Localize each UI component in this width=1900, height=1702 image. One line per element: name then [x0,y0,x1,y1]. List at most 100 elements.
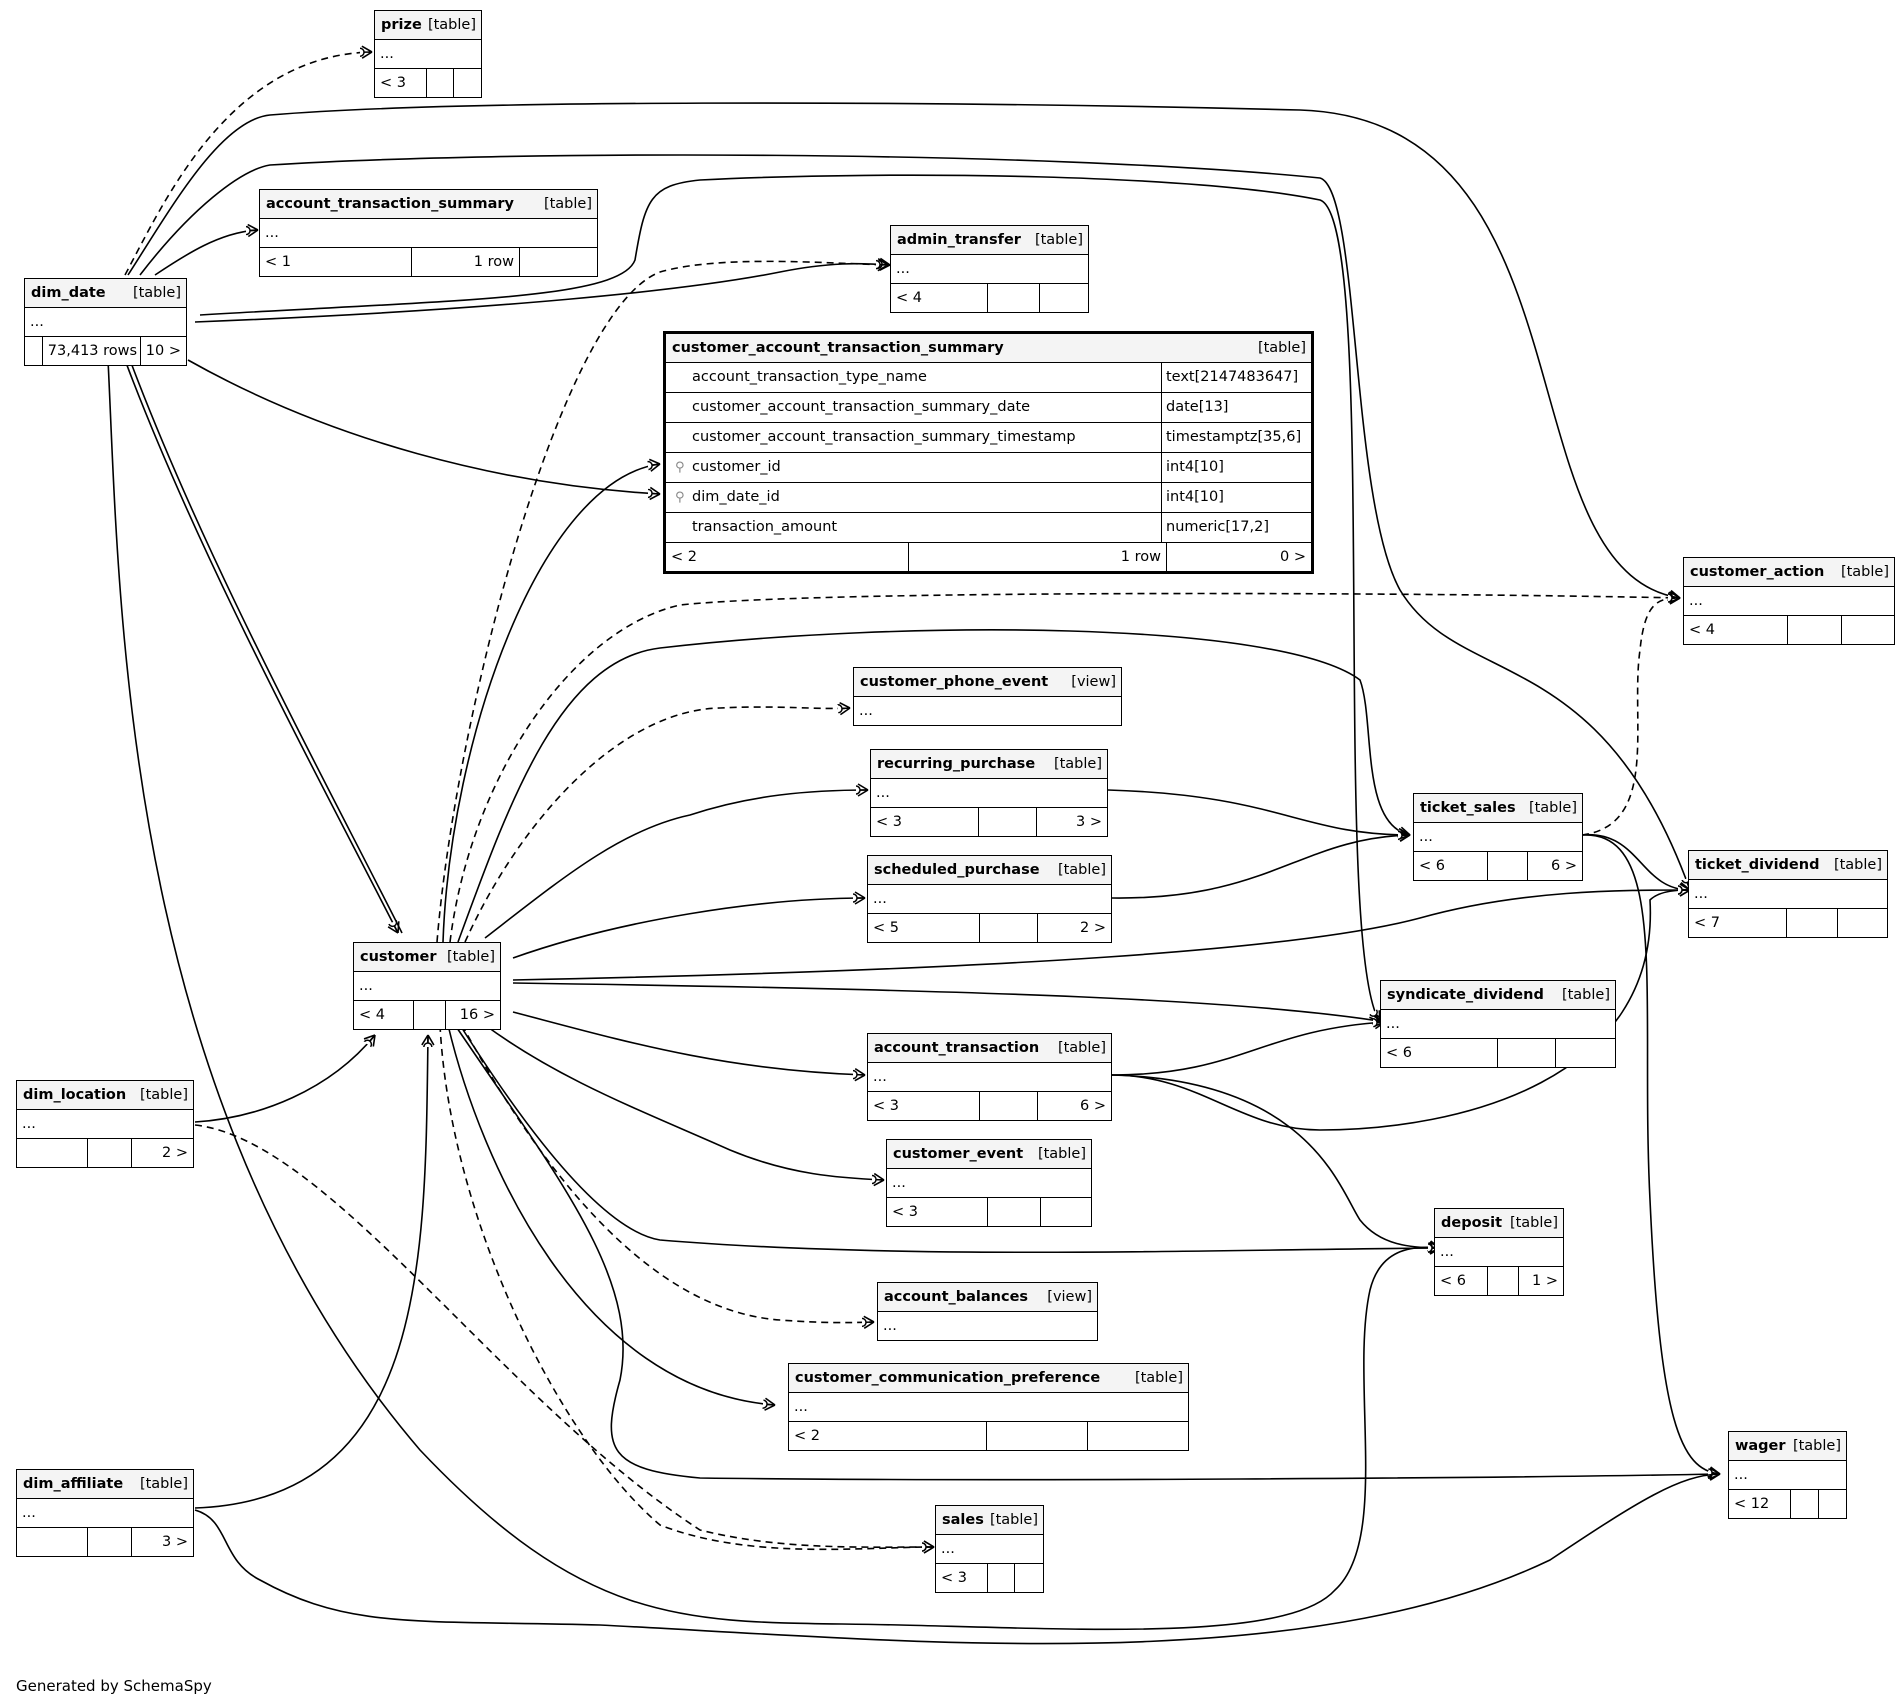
edge-customer-ticket_dividend [512,890,1690,981]
table-footer: < 6 [1381,1039,1615,1067]
table-footer: < 4 [1684,616,1894,644]
table-syndicate-dividend[interactable]: syndicate_dividend[table] ... < 6 [1380,980,1616,1068]
table-body: ... [891,255,1088,284]
table-header: customer_account_transaction_summary[tab… [666,334,1311,363]
edge-recurring_purchase-ticket_sales [1107,789,1410,835]
edge-customer-sales [439,1024,934,1549]
table-header: customer[table] [354,943,500,972]
table-header: scheduled_purchase[table] [868,856,1111,885]
table-body: ... [1684,587,1894,616]
key-icon: ⚲ [675,460,685,475]
table-header: recurring_purchase[table] [871,750,1107,779]
edge-customer-ticket_sales [457,629,1410,943]
table-footer: < 3 [936,1564,1043,1592]
edge-dim_date-customer_account_transaction_summary [187,359,660,494]
edge-customer-customer_phone_event [464,707,850,943]
table-header: account_balances[view] [878,1283,1097,1312]
table-footer: < 2 [789,1422,1188,1450]
edge-dim_date-ticket_dividend [139,154,1690,890]
edge-dim_date-admin_transfer [194,264,890,323]
table-account-transaction-summary[interactable]: account_transaction_summary[table] ... <… [259,189,598,277]
table-header: customer_communication_preference[table] [789,1364,1188,1393]
table-header: ticket_sales[table] [1414,794,1582,823]
edge-dim_affiliate-customer [194,1035,428,1509]
table-footer: < 3 [375,69,481,97]
column-row: customer_account_transaction_summary_tim… [666,423,1311,453]
table-header: deposit[table] [1435,1209,1563,1238]
edge-ticket_sales-wager [1581,834,1720,1474]
table-header: sales[table] [936,1506,1043,1535]
table-body: ... [375,40,481,69]
key-icon: ⚲ [675,490,685,505]
edge-customer-wager [454,1024,1720,1480]
edge-scheduled_purchase-ticket_sales [1111,835,1410,899]
edge-account_transaction-ticket_dividend [1111,890,1690,1131]
edge-dim_date-deposit [107,359,1440,1631]
table-header: wager[table] [1729,1432,1846,1461]
table-body: ... [883,1318,897,1334]
table-body: ... [789,1393,1188,1422]
table-footer: 3 > [17,1528,193,1556]
edge-ticket_sales-ticket_dividend [1581,834,1690,890]
edge-ticket_sales-customer_action [1581,598,1680,836]
table-account-balances[interactable]: account_balances[view] ... [877,1282,1098,1341]
table-header: dim_affiliate[table] [17,1470,193,1499]
table-header: admin_transfer[table] [891,226,1088,255]
table-dim-location[interactable]: dim_location[table] ... 2 > [16,1080,194,1168]
edge-customer-account_transaction [512,1011,865,1075]
table-customer-action[interactable]: customer_action[table] ... < 4 [1683,557,1895,645]
table-ticket-dividend[interactable]: ticket_dividend[table] ... < 7 [1688,850,1888,938]
edge-customer-recurring_purchase [484,790,868,939]
edge-account_transaction-deposit [1111,1074,1440,1248]
table-body: ... [936,1535,1043,1564]
table-body: ... [868,1063,1111,1092]
edge-dim_date-prize [124,52,372,276]
edge-dim_location-sales [194,1124,934,1547]
table-header: dim_location[table] [17,1081,193,1110]
table-body: ... [17,1499,193,1528]
table-body: ... [354,972,500,1001]
table-body: ... [1435,1238,1563,1267]
edge-account_transaction-syndicate_dividend [1111,1022,1385,1076]
edge-customer-customer_communication_preference [447,1024,775,1405]
table-header: account_transaction[table] [868,1034,1111,1063]
table-header: syndicate_dividend[table] [1381,981,1615,1010]
edge-dim_affiliate-wager [194,1473,1721,1645]
table-body: ... [887,1169,1091,1198]
table-header: customer_event[table] [887,1140,1091,1169]
column-row: customer_account_transaction_summary_dat… [666,393,1311,423]
table-prize[interactable]: prize[table] ... < 3 [374,10,482,98]
table-body: ... [25,308,186,337]
table-customer-account-transaction-summary[interactable]: customer_account_transaction_summary[tab… [663,331,1314,574]
table-admin-transfer[interactable]: admin_transfer[table] ... < 4 [890,225,1089,313]
table-dim-affiliate[interactable]: dim_affiliate[table] ... 3 > [16,1469,194,1557]
table-footer: 2 > [17,1139,193,1167]
table-customer-phone-event[interactable]: customer_phone_event[view] ... [853,667,1122,726]
table-footer: < 4 [891,284,1088,312]
table-wager[interactable]: wager[table] ... < 12 [1728,1431,1847,1519]
edge-dim_location-customer [194,1035,375,1123]
edge-dim_date-syndicate_dividend [199,174,1380,1022]
table-customer-event[interactable]: customer_event[table] ... < 3 [886,1139,1092,1227]
table-customer-communication-preference[interactable]: customer_communication_preference[table]… [788,1363,1189,1451]
generated-by-credit: Generated by SchemaSpy [16,1677,212,1695]
table-sales[interactable]: sales[table] ... < 3 [935,1505,1044,1593]
table-footer: < 12 [1729,1490,1846,1518]
edge-customer-scheduled_purchase [512,898,865,959]
